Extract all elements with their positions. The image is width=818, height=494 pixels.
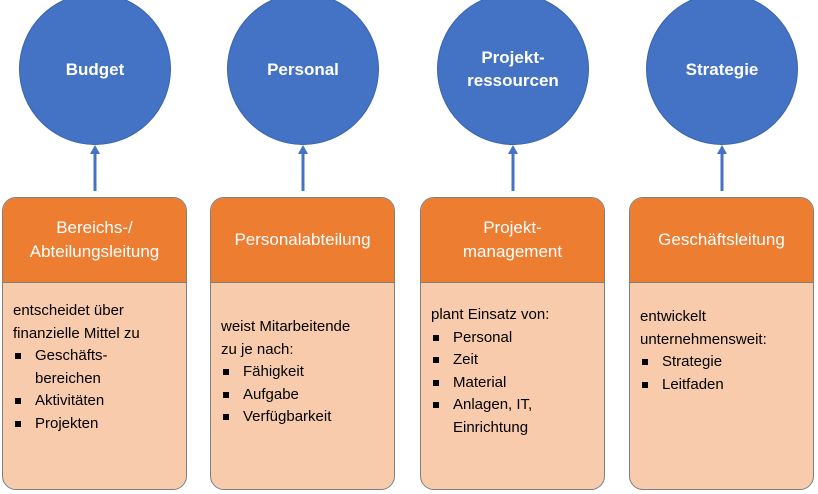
arrow-up-icon [90, 145, 100, 191]
card-header: Projekt- management [421, 198, 604, 283]
list-item: Aufgabe [221, 384, 388, 407]
list-item: Strategie [640, 351, 807, 374]
bullet-list: Fähigkeit Aufgabe Verfügbarkeit [221, 361, 388, 429]
card-intro: plant Einsatz von: [431, 306, 550, 323]
list-item: Leitfaden [640, 374, 807, 397]
card-body: weist Mitarbeitende zu je nach: Fähigkei… [221, 316, 388, 429]
card-projektmanagement: Projekt- management plant Einsatz von: P… [420, 197, 605, 490]
card-personalabteilung: Personalabteilung weist Mitarbeitende zu… [210, 197, 395, 490]
card-intro: weist Mitarbeitende zu je nach: [221, 318, 351, 358]
card-header: Personalabteilung [211, 198, 394, 283]
bullet-list: Personal Zeit Material Anlagen, IT, Einr… [431, 327, 598, 440]
card-intro: entscheidet über finanzielle Mittel zu [13, 302, 140, 342]
card-body: entscheidet über finanzielle Mittel zu G… [13, 300, 180, 435]
card-geschaeftsleitung: Geschäftsleitung entwickelt unternehmens… [629, 197, 814, 490]
card-body: plant Einsatz von: Personal Zeit Materia… [431, 304, 598, 439]
bullet-list: Geschäfts- bereichen Aktivitäten Projekt… [13, 345, 180, 435]
circle-budget: Budget [19, 0, 171, 145]
card-bereichsleitung: Bereichs-/ Abteilungsleitung entscheidet… [2, 197, 187, 490]
card-header: Geschäftsleitung [630, 198, 813, 283]
arrow-up-icon [508, 145, 518, 191]
list-item: Verfügbarkeit [221, 406, 388, 429]
card-body: entwickelt unternehmensweit: Strategie L… [640, 306, 807, 396]
list-item: Geschäfts- bereichen [13, 345, 180, 390]
list-item: Fähigkeit [221, 361, 388, 384]
arrow-up-icon [717, 145, 727, 191]
card-intro: entwickelt unternehmensweit: [640, 308, 767, 348]
card-header: Bereichs-/ Abteilungsleitung [3, 198, 186, 283]
list-item: Projekten [13, 413, 180, 436]
list-item: Personal [431, 327, 598, 350]
arrow-up-icon [298, 145, 308, 191]
bullet-list: Strategie Leitfaden [640, 351, 807, 396]
list-item: Anlagen, IT, Einrichtung [431, 394, 598, 439]
circle-personal: Personal [227, 0, 379, 145]
list-item: Material [431, 372, 598, 395]
list-item: Aktivitäten [13, 390, 180, 413]
circle-projektressourcen: Projekt- ressourcen [437, 0, 589, 145]
circle-strategie: Strategie [646, 0, 798, 145]
list-item: Zeit [431, 349, 598, 372]
